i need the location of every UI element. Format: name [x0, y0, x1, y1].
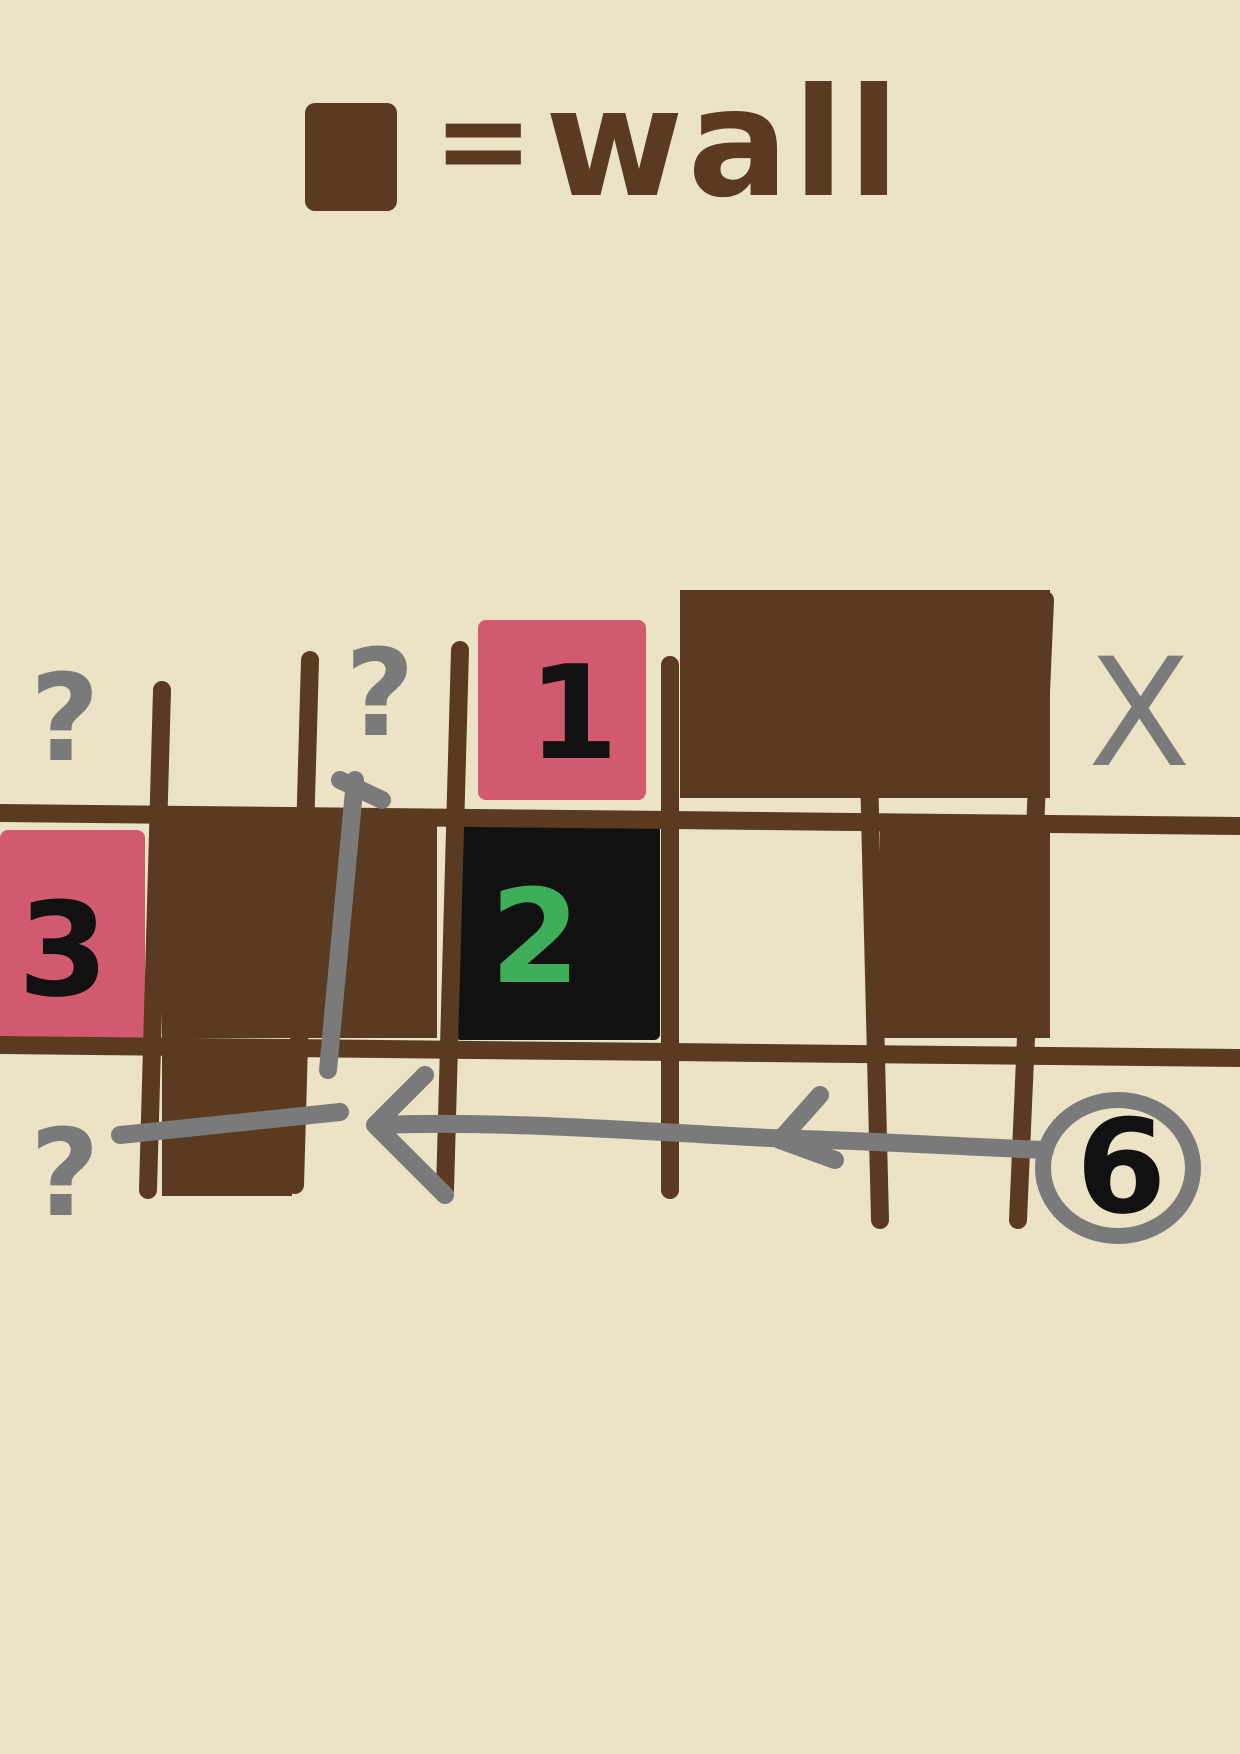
path-arrowhead-up: [331, 771, 391, 809]
grid-line-v1: [139, 681, 171, 1199]
annotations: ? ? ? X: [30, 625, 1191, 1244]
pink-cell-left: [0, 830, 145, 1050]
center-black-number: 2: [490, 861, 580, 1013]
grid-lines: [0, 591, 1240, 1229]
path-line-horizontal: [371, 1114, 1054, 1159]
grid-line-v2: [286, 651, 319, 1194]
circled-marker: 6: [1035, 1091, 1201, 1244]
legend-equals: =: [433, 72, 534, 211]
circled-number: 6: [1076, 1091, 1166, 1243]
circle-outline: [1035, 1092, 1201, 1244]
path-line-left: [111, 1103, 349, 1144]
question-mark-top-mid: ?: [345, 625, 415, 764]
cell-numbers: 1 3 2: [18, 637, 618, 1026]
pink-cell-top: [478, 620, 646, 800]
path-arrowhead-left: [366, 1066, 454, 1204]
path-arrowhead-right: [771, 1086, 844, 1169]
top-pink-number: 1: [528, 637, 618, 789]
wall-legend-swatch: [305, 103, 397, 211]
grid-line-v6: [1009, 591, 1054, 1229]
question-mark-bottom-left: ?: [30, 1105, 100, 1244]
grid-line-v5: [856, 601, 889, 1229]
path-arrows: [111, 771, 1054, 1204]
blocked-x-mark: X: [1088, 627, 1191, 801]
black-cell-center: [455, 820, 660, 1040]
question-mark-top-left: ?: [30, 650, 100, 789]
wall-cell-row2-col2: [162, 820, 317, 1038]
colored-cells: [0, 620, 660, 1050]
path-line-vertical: [319, 771, 364, 1079]
grid-line-v3: [436, 641, 469, 1199]
left-pink-number: 3: [18, 874, 108, 1026]
legend-label: wall: [545, 57, 904, 231]
legend: = wall: [305, 57, 904, 231]
